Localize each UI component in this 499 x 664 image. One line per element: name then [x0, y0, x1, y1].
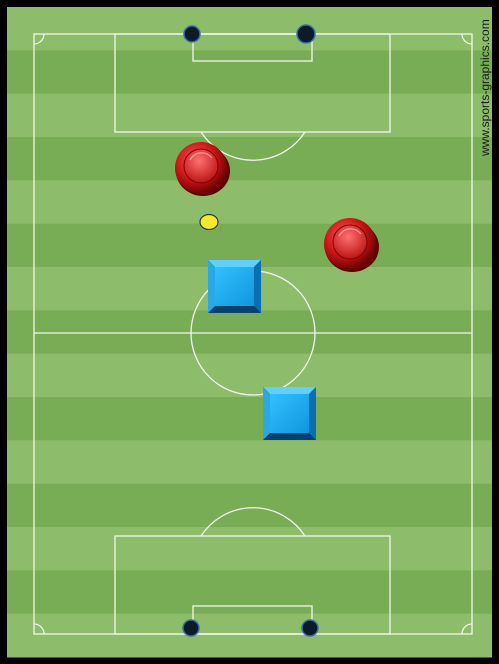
grass-stripe	[7, 180, 492, 224]
defender-blue-square-1[interactable]	[208, 260, 261, 313]
goal-post-top-left	[184, 26, 200, 42]
grass-stripe	[7, 310, 492, 354]
watermark-label: www.sports-graphics.com	[478, 19, 492, 156]
grass-stripe	[7, 614, 492, 658]
goal-post-bottom-left	[183, 620, 199, 636]
ball[interactable]	[200, 215, 218, 230]
grass-stripe	[7, 137, 492, 181]
grass-stripe	[7, 7, 492, 51]
grass-stripe	[7, 440, 492, 484]
grass-stripe	[7, 50, 492, 94]
watermark-text: www.sports-graphics.com	[478, 96, 488, 106]
goal-post-top-right	[297, 25, 315, 43]
grass-stripe	[7, 527, 492, 571]
grass-stripe	[7, 94, 492, 138]
grass-stripe	[7, 354, 492, 398]
grass-stripe	[7, 570, 492, 614]
grass-stripe	[7, 484, 492, 528]
grass-stripes	[7, 7, 492, 658]
defender-blue-square-2[interactable]	[263, 387, 316, 440]
grass-stripe	[7, 397, 492, 441]
goal-post-bottom-right	[302, 620, 318, 636]
